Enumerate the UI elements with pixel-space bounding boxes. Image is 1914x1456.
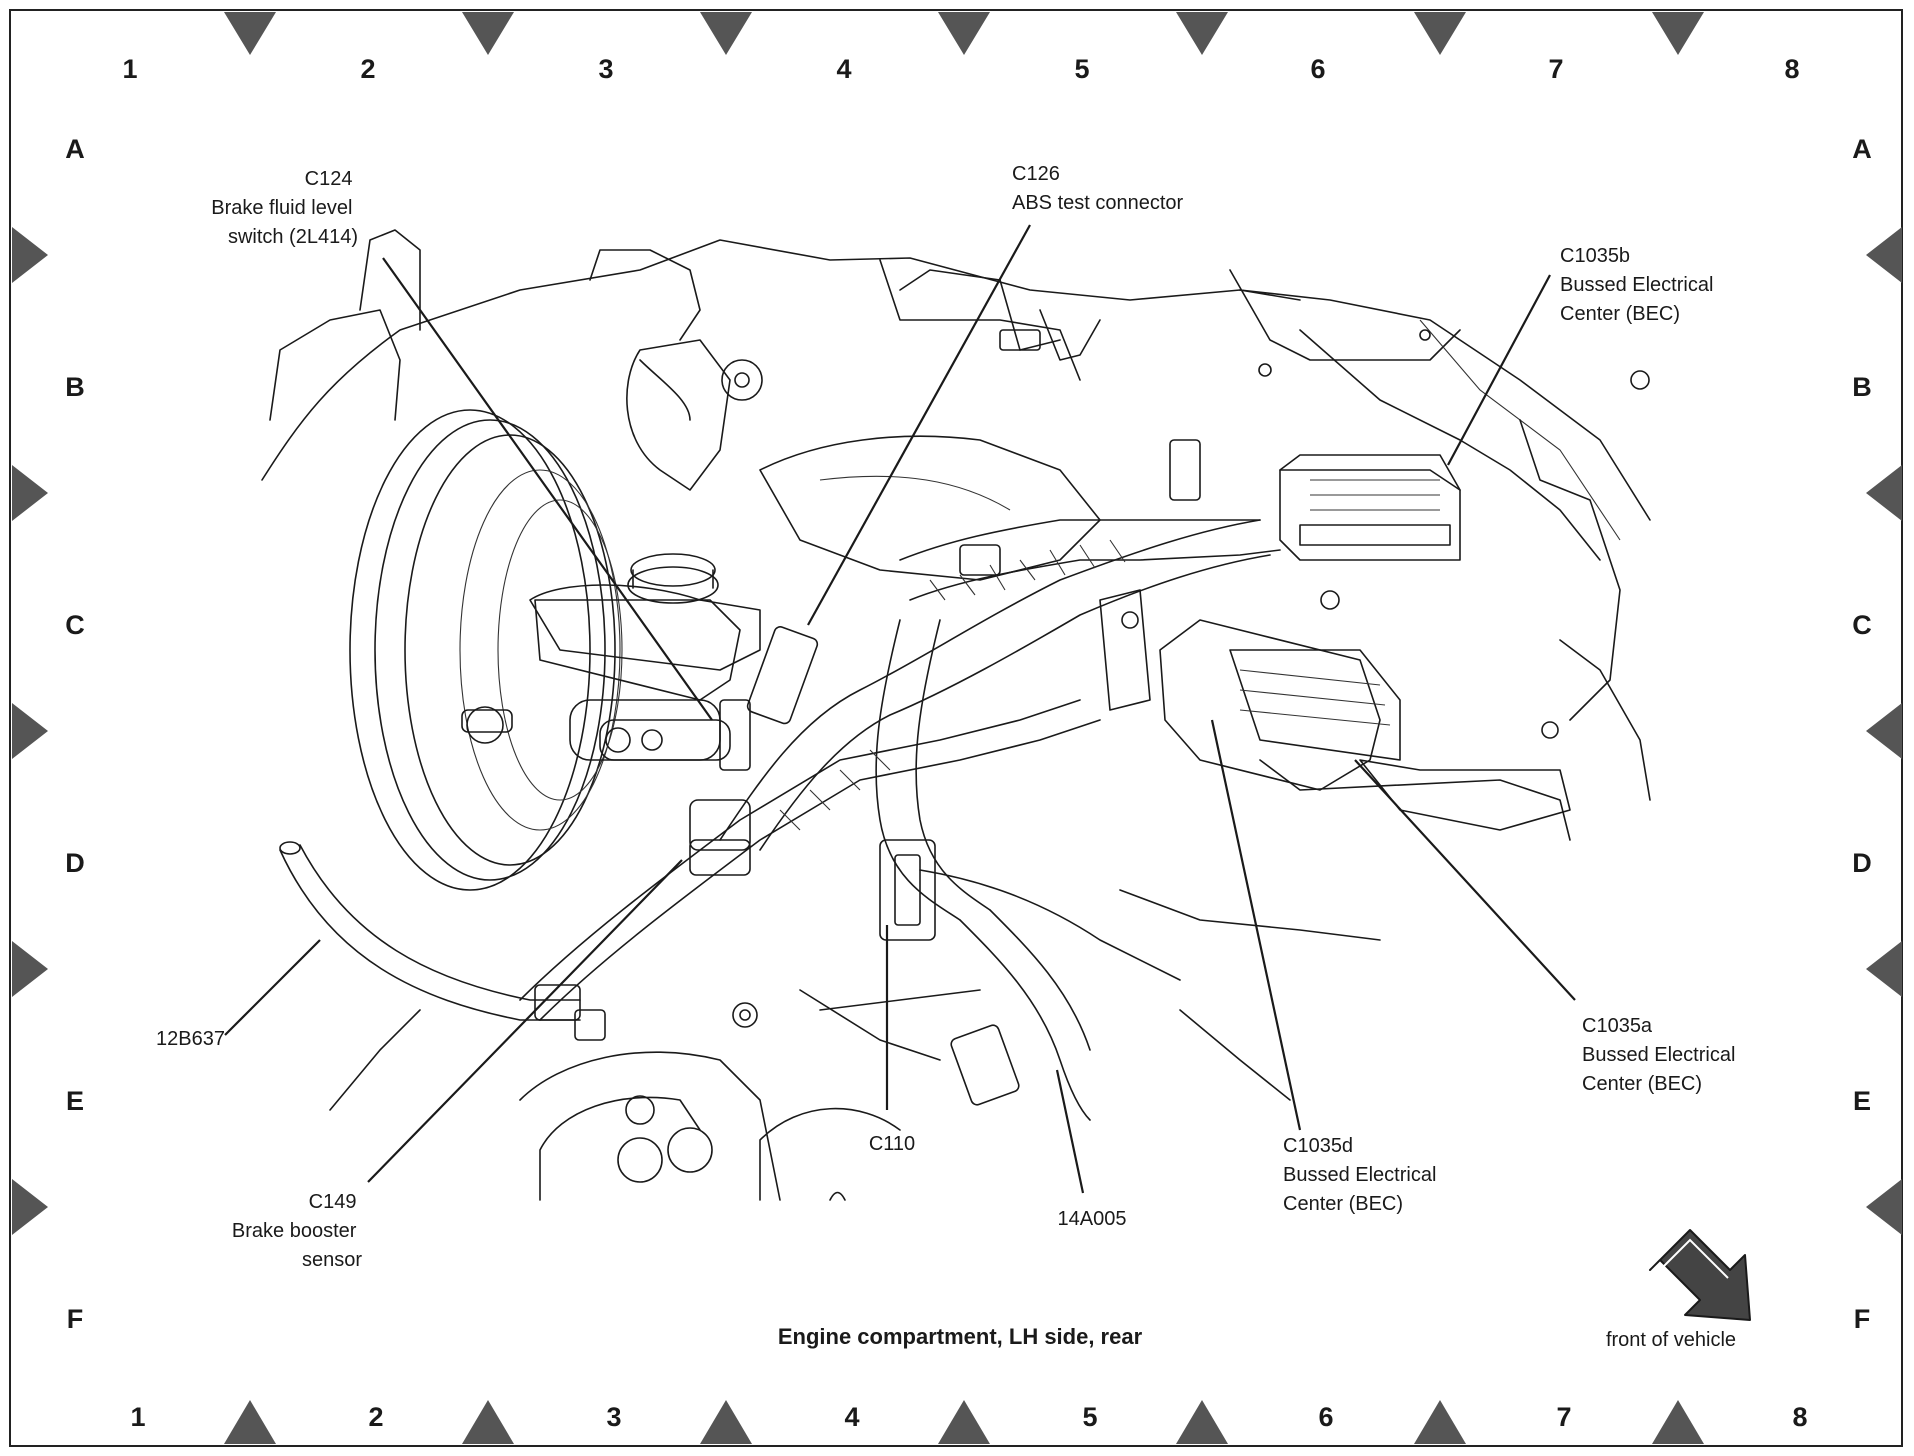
leader-c1035b (1447, 274, 1551, 466)
label-c1035b: C1035b Bussed Electrical Center (BEC) (1560, 245, 1719, 325)
callouts: C124 Brake fluid level switch (2L414) C1… (156, 163, 1741, 1271)
brake-booster (349, 409, 623, 891)
marker-top-1 (462, 12, 514, 55)
leader-c124 (382, 257, 713, 721)
connectors (534, 439, 1201, 1106)
grid-row-F-left: F (67, 1304, 84, 1334)
grid-row-C-right: C (1852, 610, 1872, 640)
grid-row-D-left: D (65, 848, 85, 878)
grid-column-7-bottom: 7 (1556, 1402, 1571, 1432)
marker-top-0 (224, 12, 276, 55)
marker-left-4 (12, 1179, 48, 1235)
label-c1035d: C1035d Bussed Electrical Center (BEC) (1283, 1135, 1442, 1215)
marker-left-2 (12, 703, 48, 759)
front-of-vehicle-label: front of vehicle (1606, 1329, 1736, 1351)
grid-column-8-bottom: 8 (1792, 1402, 1807, 1432)
grid-column-7-top: 7 (1548, 54, 1563, 84)
marker-top-5 (1414, 12, 1466, 55)
marker-right-2 (1866, 703, 1902, 759)
diagram-caption: Engine compartment, LH side, rear (778, 1324, 1143, 1349)
grid-column-6-top: 6 (1310, 54, 1325, 84)
wiring-harness (519, 519, 1281, 1121)
grid-row-D-right: D (1852, 848, 1872, 878)
marker-left-0 (12, 227, 48, 283)
grid-rows-right: A B C D E F (1852, 134, 1872, 1334)
grid-columns-top: 1 2 3 4 5 6 7 8 (122, 54, 1799, 84)
grid-column-5-bottom: 5 (1082, 1402, 1097, 1432)
grid-column-6-bottom: 6 (1318, 1402, 1333, 1432)
marker-right-1 (1866, 465, 1902, 521)
grid-column-5-top: 5 (1074, 54, 1089, 84)
grid-row-F-right: F (1854, 1304, 1871, 1334)
marker-top-3 (938, 12, 990, 55)
marker-right-3 (1866, 941, 1902, 997)
leader-c1035a (1354, 759, 1576, 1001)
abs-area (626, 329, 1101, 581)
leader-lines (224, 224, 1576, 1194)
label-c149: C149 Brake booster sensor (232, 1191, 362, 1271)
grid-column-3-bottom: 3 (606, 1402, 621, 1432)
arrow-down-right-icon (1649, 1229, 1751, 1321)
marker-right-4 (1866, 1179, 1902, 1235)
marker-top-4 (1176, 12, 1228, 55)
marker-left-3 (12, 941, 48, 997)
marker-bottom-5 (1414, 1400, 1466, 1444)
label-c126: C126 ABS test connector (1012, 163, 1184, 214)
grid-column-4-top: 4 (836, 54, 851, 84)
marker-top-6 (1652, 12, 1704, 55)
grid-row-A-left: A (65, 134, 85, 164)
marker-bottom-1 (462, 1400, 514, 1444)
marker-right-0 (1866, 227, 1902, 283)
grid-row-C-left: C (65, 610, 85, 640)
master-cylinder (529, 553, 761, 876)
marker-bottom-0 (224, 1400, 276, 1444)
label-14a005: 14A005 (1058, 1208, 1127, 1230)
grid-columns-bottom: 1 2 3 4 5 6 7 8 (130, 1402, 1807, 1432)
grid-column-8-top: 8 (1784, 54, 1799, 84)
lower-structure (329, 889, 1381, 1201)
leader-12b637 (224, 939, 321, 1036)
grid-row-A-right: A (1852, 134, 1872, 164)
label-12b637: 12B637 (156, 1028, 225, 1050)
marker-bottom-6 (1652, 1400, 1704, 1444)
grid-row-B-right: B (1852, 372, 1872, 402)
grid-row-B-left: B (65, 372, 85, 402)
grid-column-3-top: 3 (598, 54, 613, 84)
label-c110: C110 (869, 1133, 915, 1155)
grid-row-E-left: E (66, 1086, 84, 1116)
engine-drawing (261, 229, 1651, 1201)
grid-column-2-bottom: 2 (368, 1402, 383, 1432)
leader-c149 (367, 859, 683, 1183)
grid-column-1-bottom: 1 (130, 1402, 145, 1432)
marker-left-1 (12, 465, 48, 521)
grid-column-1-top: 1 (122, 54, 137, 84)
hose-12b637 (279, 841, 581, 1021)
marker-bottom-4 (1176, 1400, 1228, 1444)
marker-bottom-2 (700, 1400, 752, 1444)
leader-14a005 (1055, 1069, 1085, 1194)
grid-column-2-top: 2 (360, 54, 375, 84)
label-c124: C124 Brake fluid level switch (2L414) (211, 168, 358, 248)
leader-c1035d (1210, 719, 1302, 1131)
grid-markers (12, 12, 1902, 1444)
grid-rows-left: A B C D E F (65, 134, 85, 1334)
grid-column-4-bottom: 4 (844, 1402, 859, 1432)
grid-row-E-right: E (1853, 1086, 1871, 1116)
label-c1035a: C1035a Bussed Electrical Center (BEC) (1582, 1015, 1741, 1095)
marker-bottom-3 (938, 1400, 990, 1444)
bec-box (1099, 454, 1571, 841)
firewall-panels (261, 229, 1651, 801)
marker-top-2 (700, 12, 752, 55)
leader-c126 (807, 224, 1031, 626)
